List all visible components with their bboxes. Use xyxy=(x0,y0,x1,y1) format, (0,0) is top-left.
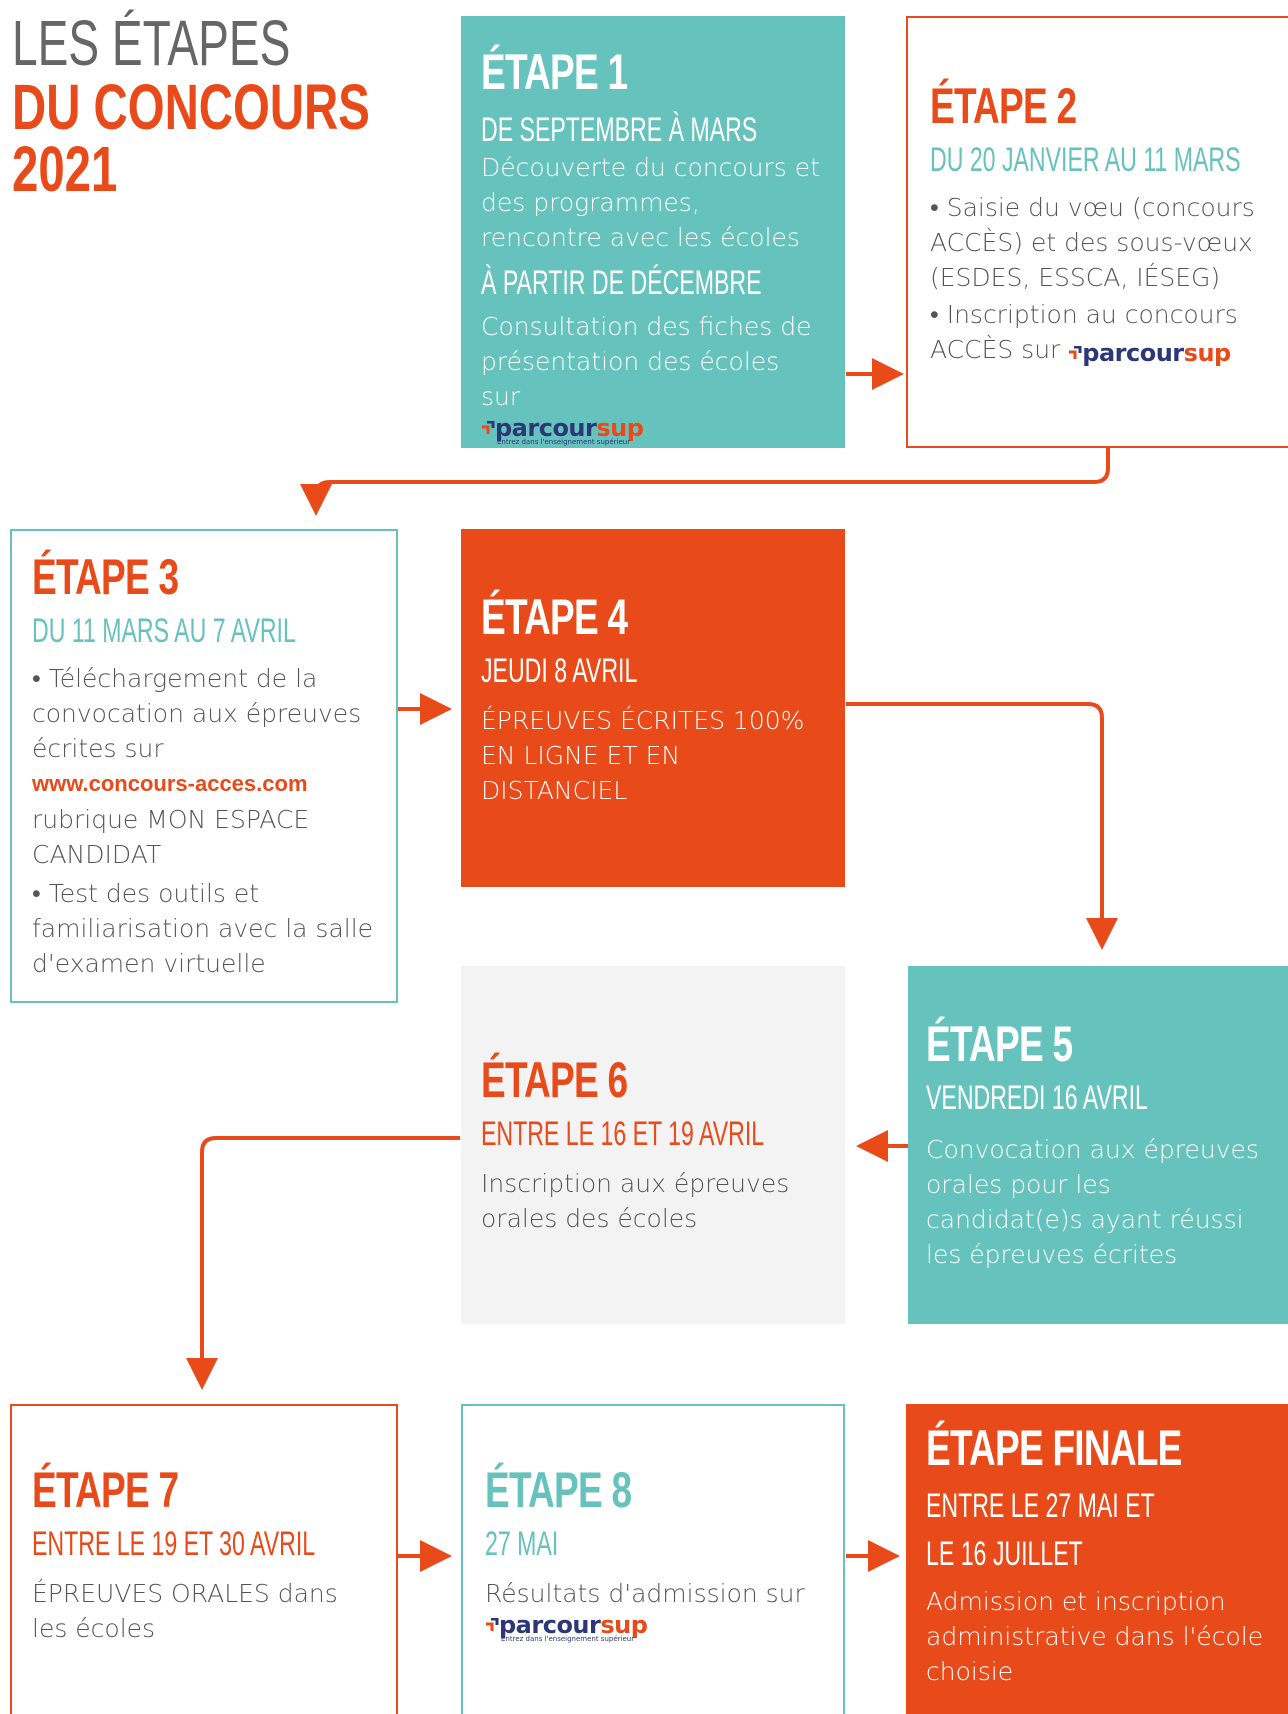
page-heading: LES ÉTAPES DU CONCOURS 2021 xyxy=(12,7,496,205)
step-8-card: ÉTAPE 8 27 MAI Résultats d'admission sur… xyxy=(461,1404,845,1714)
step-2-card: ÉTAPE 2 DU 20 JANVIER AU 11 MARS • Saisi… xyxy=(906,16,1288,448)
step-2-bullet-1: • Saisie du vœu (concours ACCÈS) et des … xyxy=(930,193,1255,292)
parcoursup-word-2: sup xyxy=(600,1611,648,1639)
step-7-text: ÉPREUVES ORALES dans les écoles xyxy=(32,1579,338,1643)
step-8-text: Résultats d'admission sur xyxy=(485,1579,805,1608)
step-3-title: ÉTAPE 3 xyxy=(32,549,179,605)
step-4-text: ÉPREUVES ÉCRITES 100% EN LIGNE ET EN DIS… xyxy=(481,706,805,805)
parcoursup-tagline: Entrez dans l'enseignement supérieur xyxy=(501,1635,635,1643)
step-3-text-3: • Test des outils et familiarisation ave… xyxy=(32,879,374,978)
step-1-text-2: Consultation des fiches de présentation … xyxy=(481,312,812,411)
step-8-date: 27 MAI xyxy=(485,1525,559,1563)
step-1-date-1: DE SEPTEMBRE À MARS xyxy=(481,111,758,149)
arrow-step6-to-step7 xyxy=(186,1136,460,1390)
step-3-card: ÉTAPE 3 DU 11 MARS AU 7 AVRIL • Téléchar… xyxy=(10,529,398,1003)
step-final-card: ÉTAPE FINALE ENTRE LE 27 MAI ET LE 16 JU… xyxy=(906,1404,1288,1714)
step-6-card: ÉTAPE 6 ENTRE LE 16 ET 19 AVRIL Inscript… xyxy=(461,966,845,1324)
heading-line-3: 2021 xyxy=(12,133,118,205)
step-6-text: Inscription aux épreuves orales des écol… xyxy=(481,1169,790,1233)
step-3-text-1: • Téléchargement de la convocation aux é… xyxy=(32,664,362,763)
step-2-bullet-2: • Inscription au concours ACCÈS sur parc… xyxy=(930,297,1270,369)
parcoursup-mark-icon xyxy=(1069,345,1082,359)
parcoursup-mark-icon xyxy=(482,421,495,434)
step-2-title: ÉTAPE 2 xyxy=(930,78,1077,134)
step-final-date-1: ENTRE LE 27 MAI ET xyxy=(926,1487,1155,1525)
step-7-card: ÉTAPE 7 ENTRE LE 19 ET 30 AVRIL ÉPREUVES… xyxy=(10,1404,398,1714)
step-final-title: ÉTAPE FINALE xyxy=(926,1420,1182,1476)
parcoursup-word-1: parcour xyxy=(499,1611,601,1639)
step-5-date: VENDREDI 16 AVRIL xyxy=(926,1079,1148,1117)
parcoursup-logo-2: parcoursup xyxy=(1068,334,1232,369)
step-7-date: ENTRE LE 19 ET 30 AVRIL xyxy=(32,1525,316,1563)
step-8-title: ÉTAPE 8 xyxy=(485,1462,632,1518)
parcoursup-word-1: parcour xyxy=(1082,338,1184,367)
parcoursup-logo: parcoursup Entrez dans l'enseignement su… xyxy=(481,416,825,446)
step-4-date: JEUDI 8 AVRIL xyxy=(481,652,638,690)
step-4-title: ÉTAPE 4 xyxy=(481,589,628,645)
step-5-title: ÉTAPE 5 xyxy=(926,1016,1073,1072)
step-3-text-2: rubrique MON ESPACE CANDIDAT xyxy=(32,805,310,869)
parcoursup-word-2: sup xyxy=(1183,338,1232,367)
step-3-link[interactable]: www.concours-acces.com xyxy=(32,771,308,796)
step-final-date-2: LE 16 JUILLET xyxy=(926,1535,1083,1573)
step-3-date: DU 11 MARS AU 7 AVRIL xyxy=(32,612,296,650)
heading-line-2: DU CONCOURS xyxy=(12,71,370,143)
heading-line-1: LES ÉTAPES xyxy=(12,7,291,79)
step-2-date: DU 20 JANVIER AU 11 MARS xyxy=(930,141,1241,179)
step-6-title: ÉTAPE 6 xyxy=(481,1052,628,1108)
step-5-card: ÉTAPE 5 VENDREDI 16 AVRIL Convocation au… xyxy=(908,966,1288,1324)
parcoursup-mark-icon xyxy=(486,1618,499,1631)
step-7-title: ÉTAPE 7 xyxy=(32,1462,179,1518)
step-2-bullet-2-text: • Inscription au concours ACCÈS sur xyxy=(930,300,1238,364)
step-4-card: ÉTAPE 4 JEUDI 8 AVRIL ÉPREUVES ÉCRITES 1… xyxy=(461,529,845,887)
step-final-text: Admission et inscription administrative … xyxy=(926,1587,1264,1686)
parcoursup-word-1: parcour xyxy=(495,414,597,442)
step-5-text: Convocation aux épreuves orales pour les… xyxy=(926,1135,1259,1269)
arrow-step2-to-step3 xyxy=(300,448,1110,516)
arrow-step4-to-step5 xyxy=(846,702,1118,950)
step-1-title: ÉTAPE 1 xyxy=(481,44,628,100)
step-6-date: ENTRE LE 16 ET 19 AVRIL xyxy=(481,1115,765,1153)
parcoursup-tagline: Entrez dans l'enseignement supérieur xyxy=(497,438,631,446)
step-1-date-2: À PARTIR DE DÉCEMBRE xyxy=(481,264,762,302)
parcoursup-word-2: sup xyxy=(596,414,644,442)
step-1-text-1: Découverte du concours et des programmes… xyxy=(481,153,820,252)
parcoursup-logo-3: parcoursup Entrez dans l'enseignement su… xyxy=(485,1613,823,1643)
step-1-card: ÉTAPE 1 DE SEPTEMBRE À MARS Découverte d… xyxy=(461,16,845,448)
